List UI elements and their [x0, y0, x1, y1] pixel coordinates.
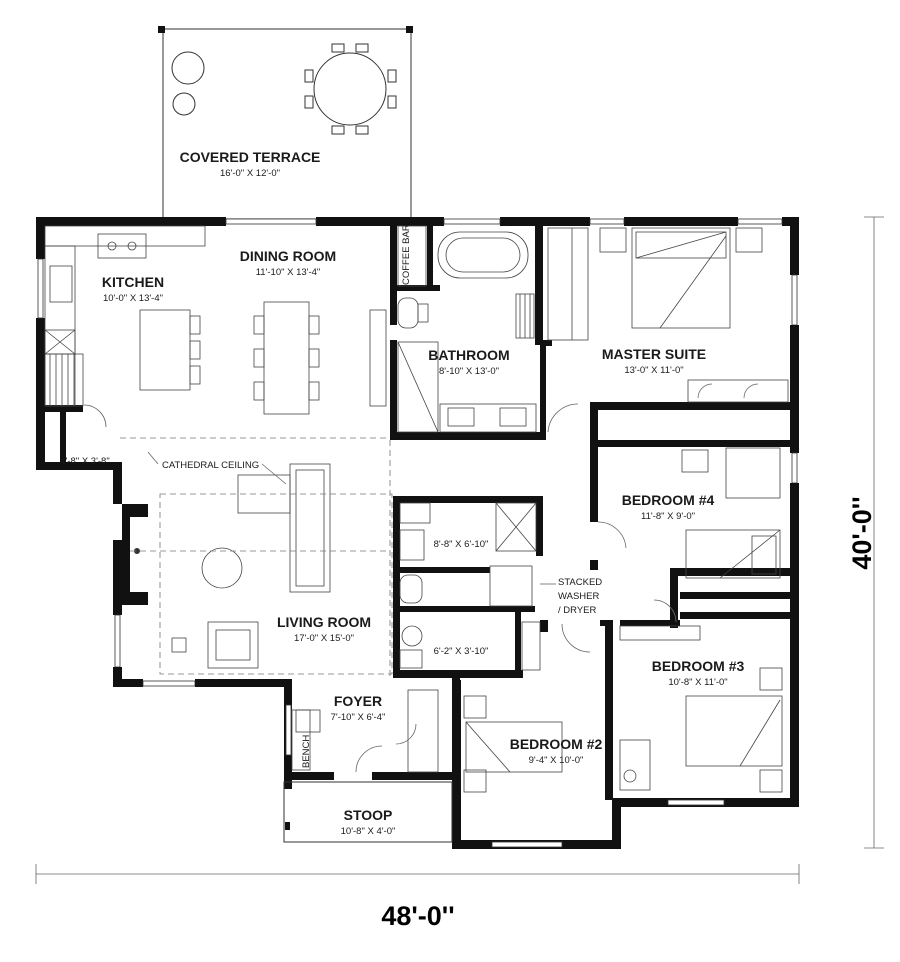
depth-dimension: 40'-0'' [847, 496, 877, 569]
master-fixtures [547, 227, 789, 403]
bedroom2-dims: 9'-4" X 10'-0" [529, 755, 584, 766]
dining-name: DINING ROOM [240, 248, 336, 264]
bench-label: BENCH [301, 735, 312, 768]
laundry-line-1: STACKED [558, 577, 602, 588]
stoop-dims: 10'-8" X 4'-0" [341, 826, 396, 837]
living-fixtures [120, 437, 393, 680]
bath2-dims: 8'-8" X 6'-10" [434, 539, 489, 550]
dimension-lines [35, 216, 884, 884]
bedroom3-dims: 10'-8" X 11'-0" [668, 677, 727, 688]
bedroom4-name: BEDROOM #4 [622, 492, 715, 508]
laundry-line-2: WASHER [558, 591, 599, 602]
living-dims: 17'-0" X 15'-0" [294, 633, 354, 644]
doors [83, 383, 759, 773]
bedroom2-fixtures [463, 695, 563, 793]
interior-walls [45, 225, 790, 800]
terrace-dims: 16'-0" X 12'-0" [220, 168, 280, 179]
kitchen-fixtures [44, 225, 206, 407]
dining-dims: 11'-10" X 13'-4" [256, 267, 321, 278]
bath2-fixtures [399, 502, 541, 671]
wc-dims: 6'-2" X 3'-10" [434, 646, 489, 657]
covered-terrace [158, 26, 413, 220]
bathroom-fixtures [397, 231, 537, 433]
bedroom2-name: BEDROOM #2 [510, 736, 603, 752]
master-dims: 13'-0" X 11'-0" [624, 365, 683, 376]
exterior-walls [36, 217, 799, 849]
bedroom4-fixtures [681, 447, 781, 579]
cathedral-ceiling-callout: CATHEDRAL CEILING [147, 451, 287, 485]
stoop [283, 781, 453, 843]
bedroom3-fixtures [619, 625, 783, 793]
pantry-dims: 4'-8" X 3'-8" [60, 456, 109, 467]
foyer-name: FOYER [334, 693, 382, 709]
stoop-name: STOOP [344, 807, 393, 823]
width-dimension: 48'-0'' [381, 901, 454, 931]
laundry-line-3: / DRYER [558, 605, 597, 616]
cathedral-ceiling-label: CATHEDRAL CEILING [162, 460, 259, 471]
kitchen-name: KITCHEN [102, 274, 164, 290]
terrace-name: COVERED TERRACE [180, 149, 321, 165]
living-name: LIVING ROOM [277, 614, 371, 630]
foyer-dims: 7'-10" X 6'-4" [331, 712, 386, 723]
coffee-bar-label: COFFEE BAR [401, 224, 412, 285]
foyer-fixtures [291, 689, 439, 773]
bathroom-dims: 8'-10" X 13'-0" [439, 366, 499, 377]
bathroom-name: BATHROOM [428, 347, 509, 363]
bedroom4-dims: 11'-8" X 9'-0" [641, 511, 695, 522]
kitchen-dims: 10'-0" X 13'-4" [103, 293, 163, 304]
laundry-callout: STACKED WASHER / DRYER [540, 577, 602, 616]
bedroom3-name: BEDROOM #3 [652, 658, 745, 674]
master-name: MASTER SUITE [602, 346, 706, 362]
dining-fixtures [253, 225, 427, 415]
